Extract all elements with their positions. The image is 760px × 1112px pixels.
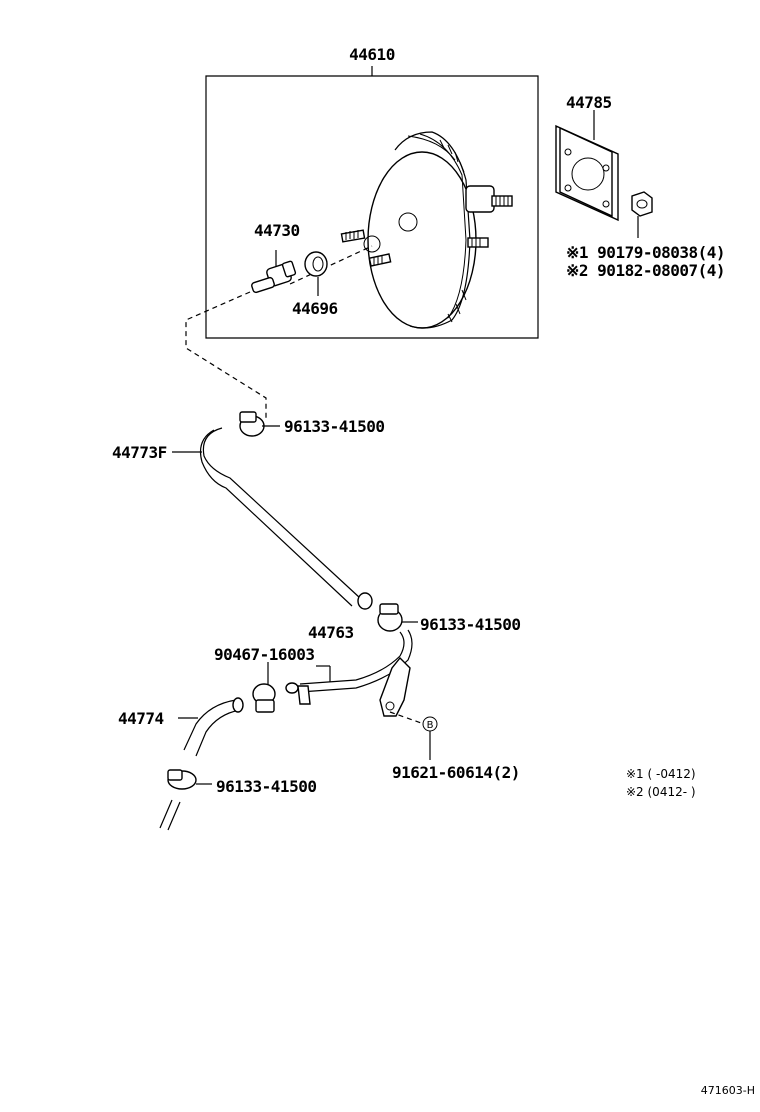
- hose-clamp-upper[interactable]: [239, 411, 280, 437]
- vacuum-hose-upper[interactable]: [172, 427, 373, 610]
- pipe-clip[interactable]: [252, 662, 276, 713]
- booster-assembly-frame: [205, 66, 539, 339]
- label-clamp-upper: 96133-41500: [284, 417, 384, 436]
- rear-push-rod: [465, 185, 513, 248]
- label-pipe: 44763: [308, 623, 354, 642]
- label-nut-2: ※2 90182-08007(4): [566, 261, 725, 280]
- brake-booster[interactable]: [289, 131, 513, 329]
- vacuum-hose-lower[interactable]: [178, 697, 244, 757]
- note-2: ※2 (0412- ): [626, 785, 696, 799]
- nut[interactable]: [631, 191, 653, 238]
- vacuum-pipe[interactable]: [285, 629, 413, 717]
- callout-b-letter: B: [427, 720, 434, 731]
- label-clamp-lower: 96133-41500: [216, 777, 316, 796]
- label-clamp-middle: 96133-41500: [420, 615, 520, 634]
- label-hose-lower: 44774: [118, 709, 164, 728]
- label-clip: 90467-16003: [214, 645, 314, 664]
- front-stud-upper: [340, 229, 366, 243]
- hose-clamp-middle[interactable]: [377, 603, 418, 632]
- label-nut-1: ※1 90179-08038(4): [566, 243, 725, 262]
- gasket[interactable]: [555, 110, 619, 222]
- label-hose-upper: 44773F: [112, 443, 167, 462]
- label-grommet: 44696: [292, 299, 338, 318]
- bolt-callout[interactable]: [389, 711, 438, 760]
- diagram-id: 471603-H: [701, 1084, 755, 1097]
- note-1: ※1 ( -0412): [626, 767, 696, 781]
- label-bolt: 91621-60614(2): [392, 763, 520, 782]
- check-valve[interactable]: [251, 250, 297, 294]
- label-gasket: 44785: [566, 93, 612, 112]
- hose-clamp-lower[interactable]: [159, 769, 212, 831]
- label-check-valve: 44730: [254, 221, 300, 240]
- label-booster-assy: 44610: [349, 45, 395, 64]
- grommet[interactable]: [304, 251, 328, 296]
- front-stud-lower: [368, 253, 392, 267]
